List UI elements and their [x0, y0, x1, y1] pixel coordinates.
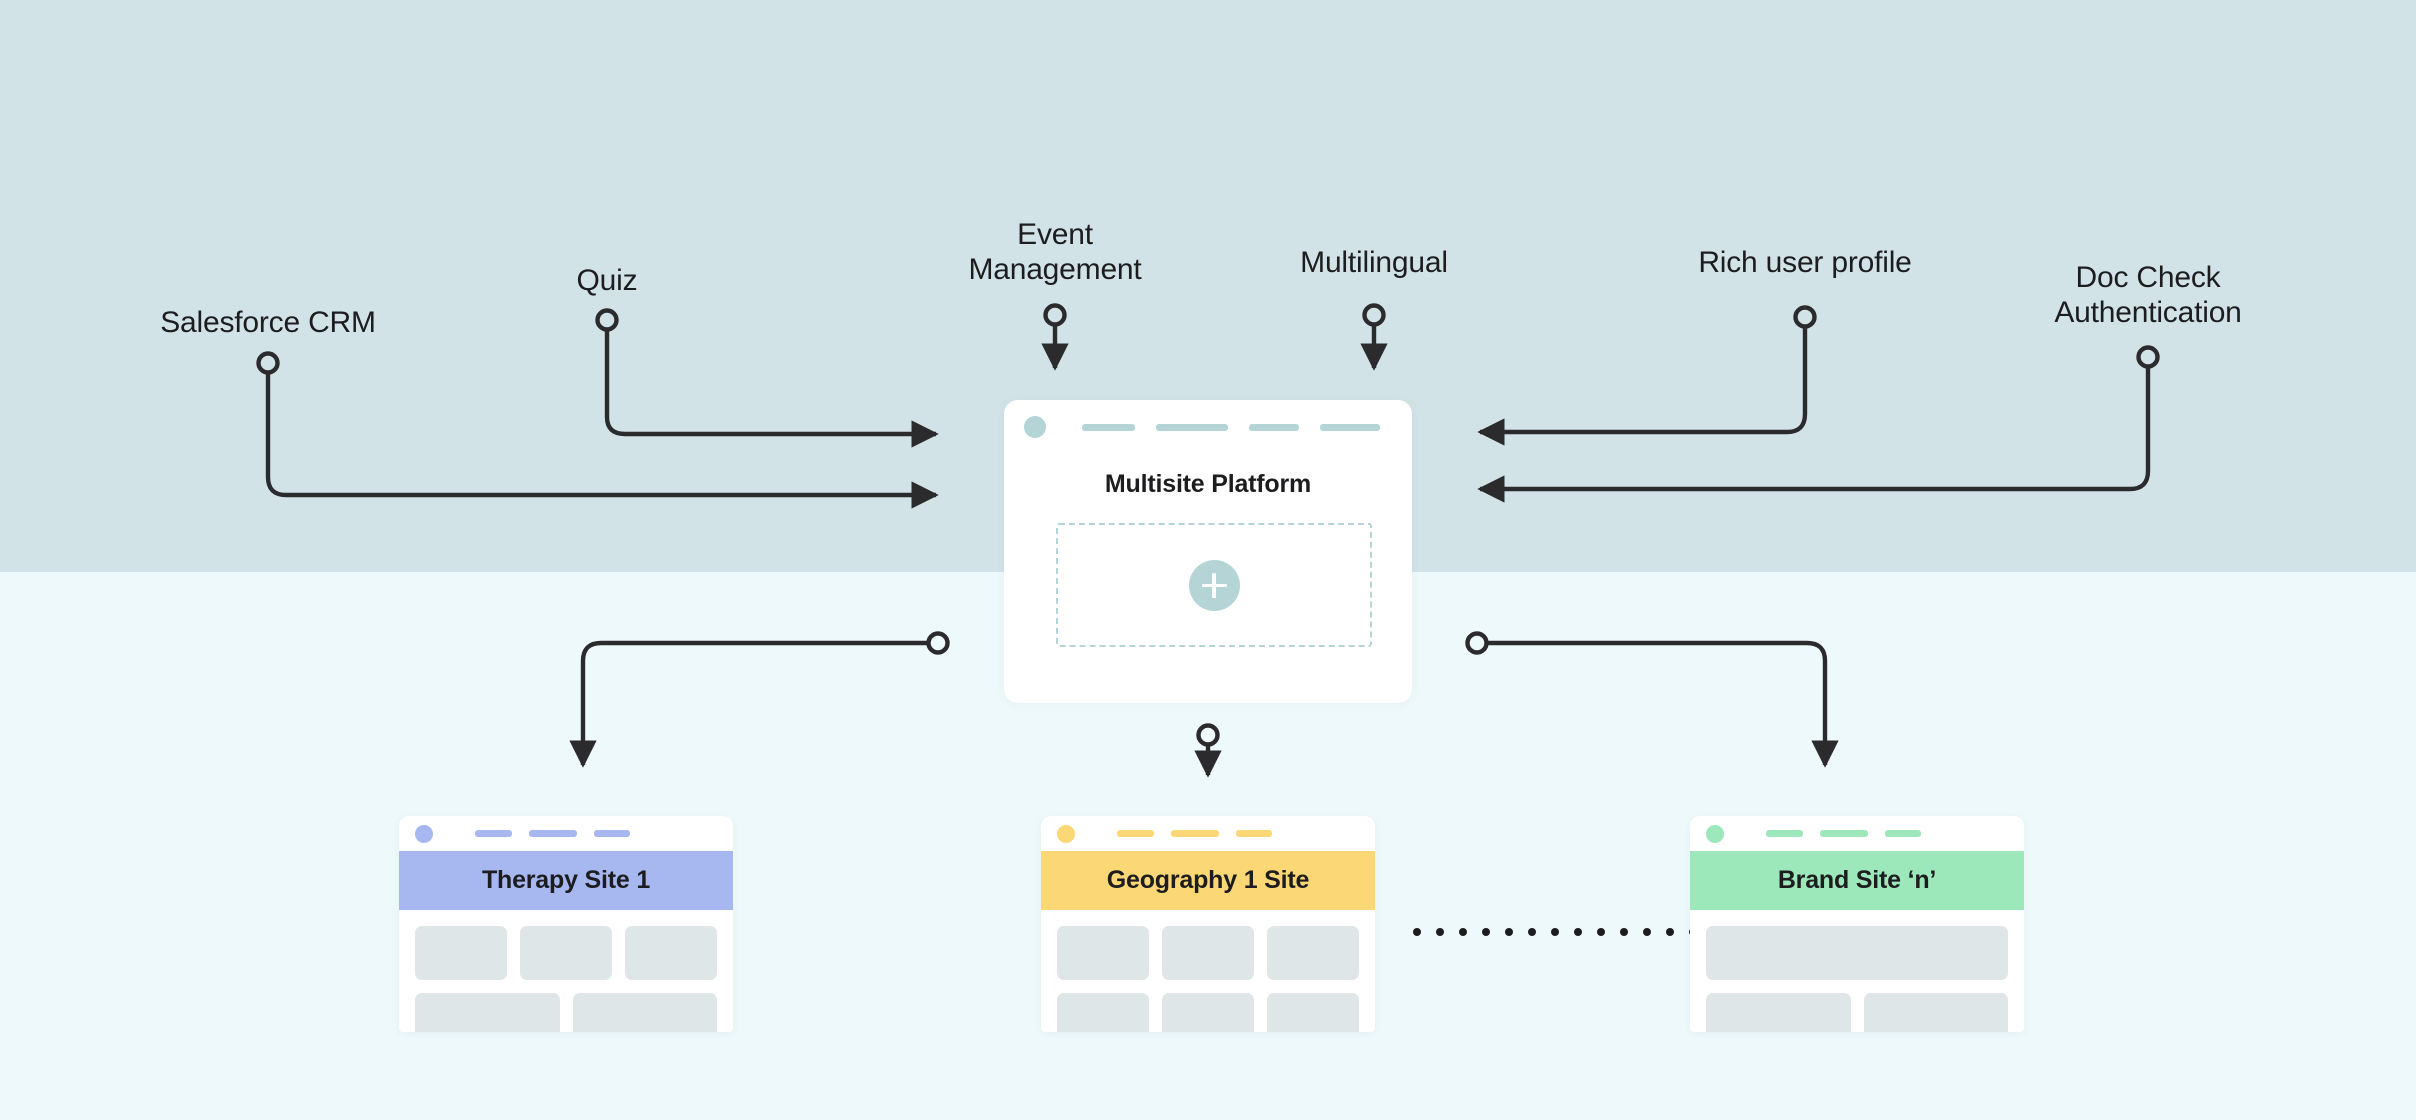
- content-block: [415, 993, 560, 1032]
- nav-placeholder-bar: [1320, 423, 1380, 431]
- nav-placeholder-bar: [1820, 830, 1868, 837]
- site-navbar: [1041, 816, 1375, 851]
- connector-endpoint-quiz: [595, 308, 619, 332]
- content-row: [1057, 926, 1359, 980]
- label-doc-check-authentication: Doc Check Authentication: [2054, 261, 2242, 330]
- nav-placeholder-bar: [1236, 830, 1272, 837]
- nav-placeholder-bar: [1171, 830, 1219, 837]
- content-block: [1706, 993, 1851, 1032]
- separator-dot: [1482, 928, 1490, 936]
- connector-salesforce-crm: [265, 373, 939, 509]
- site-nav-placeholders: [1117, 830, 1272, 837]
- connector-endpoint-geography-1-site: [1196, 723, 1220, 747]
- nav-placeholder-bar: [1156, 423, 1228, 431]
- nav-placeholder-bar: [1082, 423, 1135, 431]
- content-block: [572, 993, 717, 1032]
- site-card-brand-site-n[interactable]: Brand Site ‘n’: [1690, 816, 2024, 1032]
- separator-dot: [1459, 928, 1467, 936]
- separator-dot: [1597, 928, 1605, 936]
- separator-dot: [1436, 928, 1444, 936]
- nav-placeholder-bar: [594, 830, 630, 837]
- platform-card-navbar: [1004, 400, 1412, 454]
- site-title-therapy-site-1: Therapy Site 1: [399, 851, 733, 910]
- content-row: [1706, 926, 2008, 980]
- separator-dot: [1643, 928, 1651, 936]
- connector-endpoint-multilingual: [1362, 303, 1386, 327]
- content-block: [1863, 993, 2008, 1032]
- content-row: [415, 926, 717, 980]
- separator-dot: [1551, 928, 1559, 936]
- plus-icon[interactable]: [1188, 559, 1240, 611]
- separator-dot: [1505, 928, 1513, 936]
- separator-dot: [1620, 928, 1628, 936]
- nav-placeholder-bar: [1766, 830, 1803, 837]
- content-block: [1057, 993, 1149, 1032]
- content-block: [1267, 926, 1359, 980]
- content-block: [1706, 926, 2008, 980]
- platform-dropzone[interactable]: [1056, 523, 1372, 647]
- content-block: [1267, 993, 1359, 1032]
- connector-brand-site-n: [1487, 640, 1839, 768]
- content-block: [1162, 926, 1254, 980]
- label-event-management: Event Management: [968, 218, 1142, 287]
- separator-dot: [1413, 928, 1421, 936]
- browser-dot-icon: [1057, 824, 1075, 843]
- platform-nav-placeholders: [1082, 423, 1380, 431]
- site-navbar: [399, 816, 733, 851]
- browser-dot-icon: [1024, 416, 1046, 438]
- label-multilingual: Multilingual: [1300, 246, 1448, 279]
- label-quiz: Quiz: [576, 264, 638, 297]
- site-title-geography-1-site: Geography 1 Site: [1041, 851, 1375, 910]
- nav-placeholder-bar: [1117, 830, 1154, 837]
- separator-dot: [1666, 928, 1674, 936]
- connector-endpoint-event-management: [1043, 303, 1067, 327]
- separator-dot: [1528, 928, 1536, 936]
- nav-placeholder-bar: [1885, 830, 1921, 837]
- connector-quiz: [604, 330, 939, 448]
- site-navbar: [1690, 816, 2024, 851]
- content-row: [415, 993, 717, 1032]
- connector-endpoint-rich-user-profile: [1793, 305, 1817, 329]
- multisite-platform-card[interactable]: Multisite Platform: [1004, 400, 1412, 703]
- site-content-placeholder: [1690, 910, 2024, 1032]
- content-block: [415, 926, 507, 980]
- content-block: [1162, 993, 1254, 1032]
- connector-endpoint-therapy-site-1: [926, 631, 950, 655]
- site-card-geography-1-site[interactable]: Geography 1 Site: [1041, 816, 1375, 1032]
- platform-title: Multisite Platform: [1104, 470, 1312, 498]
- content-block: [1057, 926, 1149, 980]
- separator-dot: [1574, 928, 1582, 936]
- connector-rich-user-profile: [1477, 327, 1808, 446]
- connector-endpoint-doc-check-authentication: [2136, 345, 2160, 369]
- site-title-brand-site-n: Brand Site ‘n’: [1690, 851, 2024, 910]
- nav-placeholder-bar: [529, 830, 577, 837]
- site-nav-placeholders: [1766, 830, 1921, 837]
- nav-placeholder-bar: [475, 830, 512, 837]
- label-rich-user-profile: Rich user profile: [1698, 246, 1912, 279]
- content-row: [1057, 993, 1359, 1032]
- content-block: [625, 926, 717, 980]
- browser-dot-icon: [1706, 824, 1724, 843]
- connector-endpoint-brand-site-n: [1465, 631, 1489, 655]
- label-salesforce-crm: Salesforce CRM: [160, 306, 376, 339]
- site-card-therapy-site-1[interactable]: Therapy Site 1: [399, 816, 733, 1032]
- browser-dot-icon: [415, 824, 433, 843]
- site-nav-placeholders: [475, 830, 630, 837]
- content-block: [520, 926, 612, 980]
- ellipsis-separator: [1413, 928, 1720, 936]
- site-content-placeholder: [1041, 910, 1375, 1032]
- site-content-placeholder: [399, 910, 733, 1032]
- content-row: [1706, 993, 2008, 1032]
- connector-doc-check-authentication: [1477, 367, 2151, 503]
- nav-placeholder-bar: [1249, 423, 1299, 431]
- connector-endpoint-salesforce-crm: [256, 351, 280, 375]
- connector-therapy-site-1: [569, 640, 928, 768]
